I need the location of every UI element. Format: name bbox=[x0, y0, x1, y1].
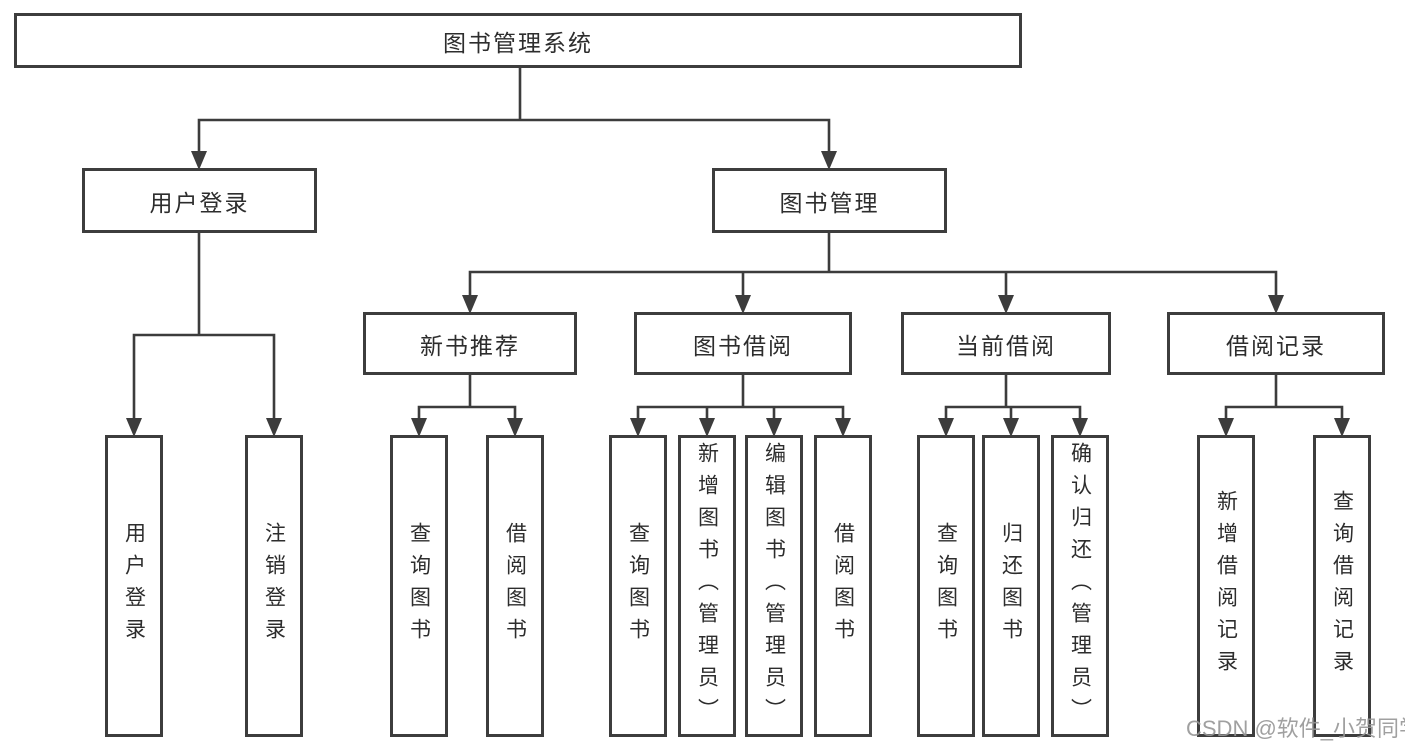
node-label: 图书管理系统 bbox=[443, 29, 593, 56]
leaf-query-books-recommend: 查询图书 bbox=[390, 435, 448, 737]
node-borrow-records: 借阅记录 bbox=[1167, 312, 1385, 375]
leaf-label: 确认归还（管理员） bbox=[1068, 442, 1092, 730]
leaf-label: 借阅图书 bbox=[831, 522, 855, 650]
leaf-query-books-current: 查询图书 bbox=[917, 435, 975, 737]
node-user-login: 用户登录 bbox=[82, 168, 317, 233]
leaf-return-book: 归还图书 bbox=[982, 435, 1040, 737]
leaf-label: 查询图书 bbox=[407, 522, 431, 650]
leaf-label: 查询图书 bbox=[934, 522, 958, 650]
leaf-user-login: 用户登录 bbox=[105, 435, 163, 737]
node-current-borrow: 当前借阅 bbox=[901, 312, 1111, 375]
leaf-label: 归还图书 bbox=[999, 522, 1023, 650]
leaf-query-books-borrow: 查询图书 bbox=[609, 435, 667, 737]
leaf-label: 查询借阅记录 bbox=[1330, 490, 1354, 682]
node-label: 当前借阅 bbox=[956, 332, 1056, 359]
leaf-borrow-books-borrow: 借阅图书 bbox=[814, 435, 872, 737]
leaf-label: 用户登录 bbox=[122, 522, 146, 650]
node-book-management-system: 图书管理系统 bbox=[14, 13, 1022, 68]
leaf-add-book-admin: 新增图书（管理员） bbox=[678, 435, 736, 737]
node-book-management: 图书管理 bbox=[712, 168, 947, 233]
node-label: 图书管理 bbox=[779, 189, 880, 216]
leaf-label: 编辑图书（管理员） bbox=[762, 442, 786, 730]
leaf-label: 新增图书（管理员） bbox=[695, 442, 719, 730]
watermark: CSDN @软件_小贺同学 bbox=[1186, 716, 1405, 741]
node-label: 图书借阅 bbox=[693, 332, 793, 359]
leaf-label: 注销登录 bbox=[262, 522, 286, 650]
leaf-confirm-return-admin: 确认归还（管理员） bbox=[1051, 435, 1109, 737]
leaf-edit-book-admin: 编辑图书（管理员） bbox=[745, 435, 803, 737]
leaf-add-borrow-record: 新增借阅记录 bbox=[1197, 435, 1255, 737]
leaf-borrow-books-recommend: 借阅图书 bbox=[486, 435, 544, 737]
node-label: 用户登录 bbox=[149, 189, 250, 216]
node-book-borrow: 图书借阅 bbox=[634, 312, 852, 375]
node-label: 借阅记录 bbox=[1226, 332, 1326, 359]
leaf-label: 新增借阅记录 bbox=[1214, 490, 1238, 682]
leaf-logout: 注销登录 bbox=[245, 435, 303, 737]
node-new-book-recommend: 新书推荐 bbox=[363, 312, 577, 375]
leaf-label: 查询图书 bbox=[626, 522, 650, 650]
leaf-query-borrow-record: 查询借阅记录 bbox=[1313, 435, 1371, 737]
leaf-label: 借阅图书 bbox=[503, 522, 527, 650]
node-label: 新书推荐 bbox=[420, 332, 520, 359]
